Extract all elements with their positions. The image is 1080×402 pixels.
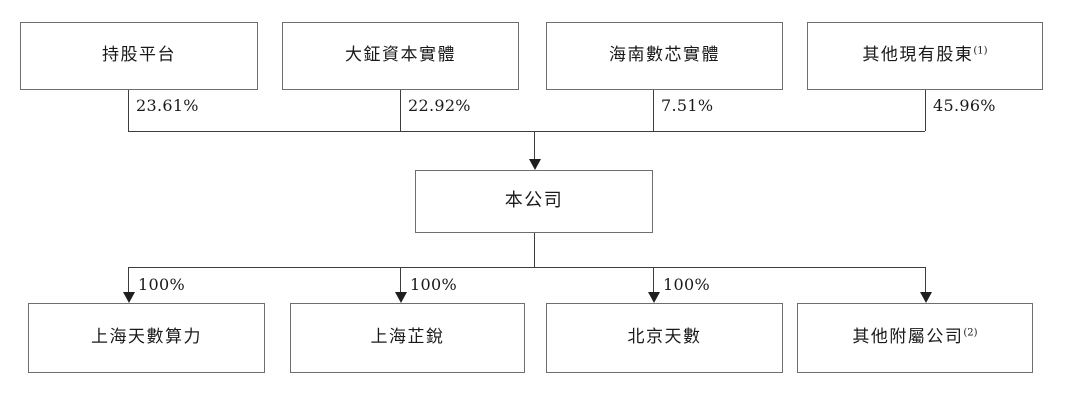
shareholder-box-4-footnote: (1) [973,45,988,57]
shareholder-box-4: 其他現有股東(1) [807,22,1043,90]
shareholder-box-1-label: 持股平台 [102,45,176,66]
shareholder-box-1: 持股平台 [20,22,258,90]
connector-subsidiary-4 [925,267,926,292]
arrow-into-subsidiary-3 [648,292,660,303]
connector-bus-to-company [534,131,535,159]
percent-label-shareholder-3: 7.51% [661,96,714,115]
shareholder-box-4-label: 其他現有股東(1) [862,45,988,66]
company-box-label: 本公司 [504,190,564,212]
connector-shareholder-2 [400,90,401,131]
shareholder-box-3-label: 海南數芯實體 [609,45,720,66]
subsidiary-box-4-footnote: (2) [963,327,978,339]
percent-label-subsidiary-1: 100% [138,275,185,294]
percent-label-shareholder-1: 23.61% [136,96,199,115]
arrow-into-company [529,159,541,170]
shareholder-box-2: 大鉦資本實體 [282,22,519,90]
company-box: 本公司 [415,170,653,233]
percent-label-subsidiary-2: 100% [410,275,457,294]
subsidiary-box-1-label: 上海天數算力 [91,327,202,348]
arrow-into-subsidiary-1 [123,292,135,303]
percent-label-shareholder-4: 45.96% [933,96,996,115]
percent-label-subsidiary-3: 100% [663,275,710,294]
connector-subsidiary-1 [128,267,129,292]
connector-shareholder-3 [653,90,654,131]
percent-label-shareholder-2: 22.92% [408,96,471,115]
arrow-into-subsidiary-4 [920,292,932,303]
arrow-into-subsidiary-2 [395,292,407,303]
connector-company-to-bus [534,233,535,267]
subsidiary-box-3-label: 北京天數 [627,327,702,348]
connector-shareholder-1 [128,90,129,131]
shareholder-bus-line [128,131,925,132]
shareholder-box-2-label: 大鉦資本實體 [345,45,456,66]
connector-subsidiary-2 [400,267,401,292]
subsidiary-box-4-label: 其他附屬公司(2) [852,327,978,348]
connector-shareholder-4 [925,90,926,131]
subsidiary-bus-line [128,267,925,268]
connector-subsidiary-3 [653,267,654,292]
subsidiary-box-1: 上海天數算力 [28,303,265,373]
shareholder-box-3: 海南數芯實體 [546,22,783,90]
subsidiary-box-2-label: 上海芷銳 [370,327,445,348]
subsidiary-box-3: 北京天數 [546,303,783,373]
subsidiary-box-2: 上海芷銳 [290,303,525,373]
subsidiary-box-4: 其他附屬公司(2) [797,303,1033,373]
